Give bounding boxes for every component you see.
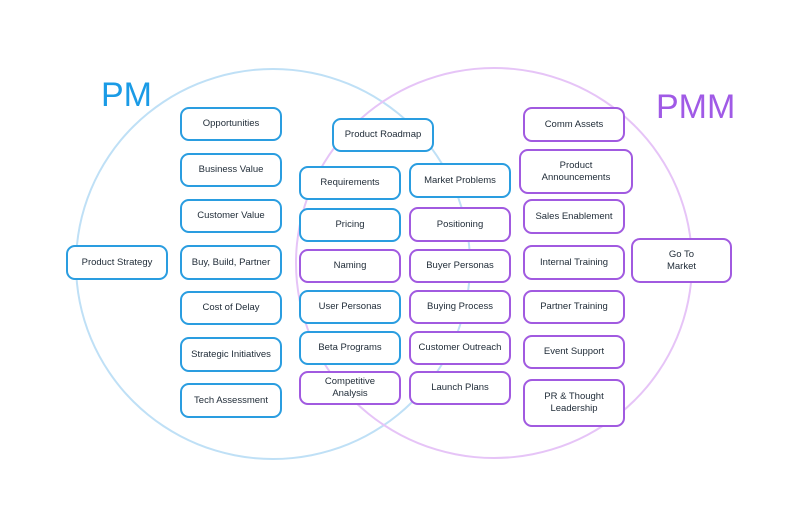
chip-market-problems: Market Problems (409, 163, 511, 198)
chip-customer-value: Customer Value (180, 199, 282, 233)
chip-event-support: Event Support (523, 335, 625, 369)
chip-pricing: Pricing (299, 208, 401, 242)
chip-opportunities: Opportunities (180, 107, 282, 141)
chip-positioning: Positioning (409, 207, 511, 242)
chip-launch-plans: Launch Plans (409, 371, 511, 405)
chip-tech-assessment: Tech Assessment (180, 383, 282, 418)
chip-go-to-market: Go To Market (631, 238, 732, 283)
chip-internal-training: Internal Training (523, 245, 625, 280)
chip-buy-build-partner: Buy, Build, Partner (180, 245, 282, 280)
chip-requirements: Requirements (299, 166, 401, 200)
chip-buyer-personas: Buyer Personas (409, 249, 511, 283)
chip-strategic-initiatives: Strategic Initiatives (180, 337, 282, 372)
chip-beta-programs: Beta Programs (299, 331, 401, 365)
chip-user-personas: User Personas (299, 290, 401, 324)
chip-pr-thought-leadership: PR & Thought Leadership (523, 379, 625, 427)
chip-naming: Naming (299, 249, 401, 283)
pmm-title: PMM (656, 88, 736, 126)
chip-business-value: Business Value (180, 153, 282, 187)
chip-sales-enablement: Sales Enablement (523, 199, 625, 234)
chip-partner-training: Partner Training (523, 290, 625, 324)
chip-competitive-analysis: Competitive Analysis (299, 371, 401, 405)
chip-cost-of-delay: Cost of Delay (180, 291, 282, 325)
chip-customer-outreach: Customer Outreach (409, 331, 511, 365)
chip-comm-assets: Comm Assets (523, 107, 625, 142)
chip-product-roadmap: Product Roadmap (332, 118, 434, 152)
chip-product-strategy: Product Strategy (66, 245, 168, 280)
chip-buying-process: Buying Process (409, 290, 511, 324)
pm-title: PM (101, 76, 152, 114)
chip-product-announcements: Product Announcements (519, 149, 633, 194)
